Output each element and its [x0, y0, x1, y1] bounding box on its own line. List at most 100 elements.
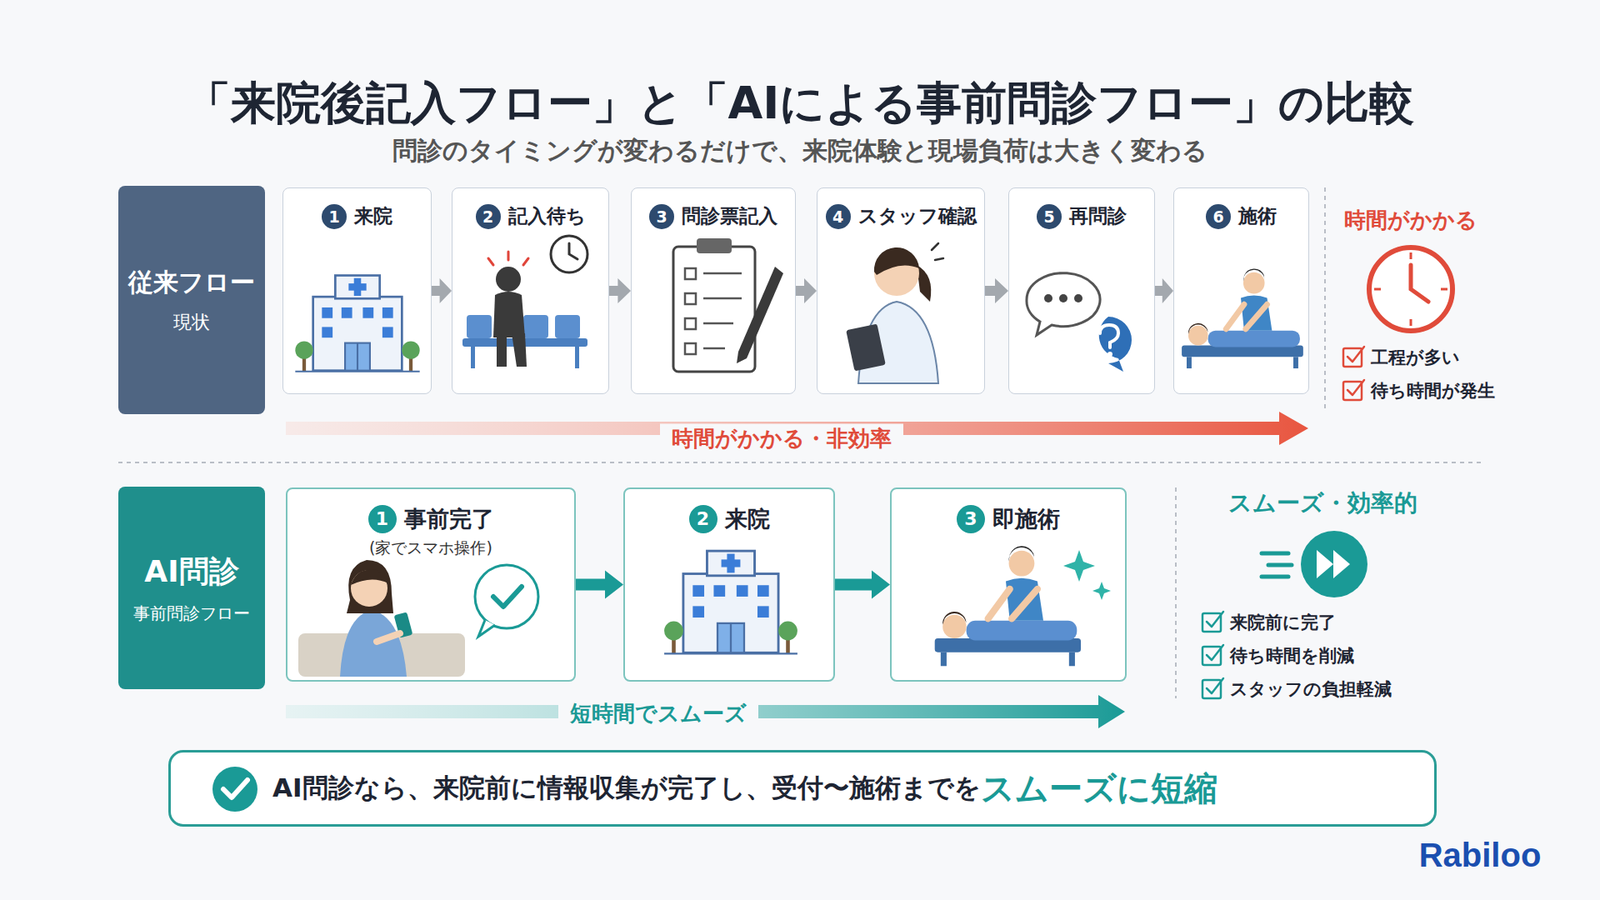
step-label: 記入待ち — [508, 203, 586, 230]
phone-user-icon-part — [346, 560, 394, 614]
clock-icon-part — [1410, 265, 1429, 302]
flow-band: 従来フロー現状 — [118, 185, 265, 415]
step-number: 2 — [689, 505, 718, 534]
step-header: 3問診票記入 — [631, 203, 795, 230]
check-boxes-part — [1202, 611, 1224, 699]
waiting-icon-part — [466, 315, 492, 339]
note-label: 来院前に完了 — [1230, 610, 1336, 635]
clipboard-icon-part-part — [685, 343, 696, 355]
step-header: 2来院 — [625, 504, 834, 535]
clipboard-icon-part — [736, 266, 784, 364]
summary-check-icon — [212, 766, 258, 812]
note-label: スタッフの負担軽減 — [1230, 677, 1392, 701]
fast-forward-icon-part — [1300, 530, 1368, 598]
staff-icon-part — [874, 250, 920, 296]
summary-check-icon-part — [223, 780, 248, 798]
step-box: 4スタッフ確認 — [816, 187, 985, 395]
hospital-icon — [664, 550, 798, 654]
step-label: 来院 — [354, 203, 393, 230]
flow-arrow — [795, 278, 817, 304]
step-label: 即施術 — [992, 504, 1060, 535]
summary-emphasis: スムーズに短縮 — [980, 765, 1218, 812]
staff-icon-part — [931, 243, 944, 260]
check-boxes — [1202, 346, 1365, 699]
check-boxes-part-part — [1343, 381, 1362, 400]
step-box: 2来院 — [623, 487, 835, 682]
waiting-icon-part — [569, 243, 578, 260]
flow-arrow — [575, 570, 624, 600]
fast-forward-icon-part-part — [1261, 575, 1289, 580]
phone-user-icon-part — [376, 633, 400, 642]
step-number: 5 — [1036, 204, 1062, 230]
phone-user-icon-part — [394, 611, 414, 638]
waiting-icon-part — [550, 235, 588, 273]
step-number: 1 — [368, 505, 397, 534]
phone-user-icon-part — [475, 565, 539, 629]
phone-user-icon-part — [298, 633, 465, 677]
note-label: 工程が多い — [1370, 345, 1460, 370]
clipboard-icon-part — [696, 238, 732, 254]
step-header: 1事前完了 — [287, 504, 575, 535]
clipboard-icon-part-part — [685, 268, 696, 280]
question-bubbles-icon-part — [1044, 294, 1053, 303]
phone-user-icon-part — [493, 586, 522, 607]
sparkles-part — [1092, 581, 1111, 600]
separator-lines — [118, 187, 1484, 699]
step-label: 再問診 — [1069, 203, 1127, 230]
waiting-icon-part — [511, 333, 527, 367]
summary-text: AI問診なら、来院前に情報収集が完了し、受付〜施術までを — [272, 770, 981, 806]
clipboard-icon — [673, 238, 784, 372]
title: 「来院後記入フロー」と「AIによる事前問診フロー」の比較 — [0, 73, 1600, 135]
step-header: 3即施術 — [891, 504, 1125, 535]
waiting-icon-part — [493, 291, 525, 338]
staff-icon-part — [874, 247, 920, 275]
phone-user-icon — [298, 560, 539, 677]
treatment-icon — [1181, 268, 1304, 369]
flow-arrow — [431, 278, 452, 304]
step-header: 4スタッフ確認 — [817, 203, 985, 230]
clipboard-icon-part-part — [703, 322, 734, 325]
waiting-icon-part — [575, 346, 580, 369]
step-label: 問診票記入 — [681, 203, 778, 230]
teal-progress-arrow — [285, 695, 1125, 729]
clock-icon-part-part — [1410, 319, 1413, 326]
note-label: スムーズ・効率的 — [1228, 487, 1418, 520]
clock-icon-part — [1369, 247, 1453, 331]
step-number: 2 — [475, 204, 501, 230]
waiting-icon-part-part — [507, 251, 510, 260]
waiting-icon-part — [523, 315, 549, 339]
check-boxes-part-part — [1206, 645, 1224, 660]
check-boxes-part-part — [1347, 380, 1365, 395]
band-title: AI問診 — [144, 551, 239, 593]
step-box: 1来院 — [282, 187, 432, 395]
flow-band: AI問診事前問診フロー — [118, 486, 265, 690]
question-bubbles-icon-part — [1059, 294, 1068, 303]
clock-icon-part — [1374, 252, 1448, 326]
step-number: 6 — [1205, 204, 1231, 230]
waiting-icon-part-part — [488, 258, 494, 265]
flow-arrow — [985, 278, 1009, 304]
staff-icon-part-part — [935, 258, 944, 260]
summary-check-icon-part — [212, 766, 258, 812]
step-header: 5 再問診 — [1009, 203, 1155, 230]
question-bubbles-icon-part — [1099, 316, 1132, 372]
fast-forward-icon-part-part — [1261, 551, 1289, 556]
fast-forward-icon-part — [1316, 550, 1350, 579]
waiting-icon-part — [496, 333, 507, 367]
note-label: 問診のタイミングが変わるだけで、来院体験と現場負荷は大きく変わる — [392, 134, 1208, 169]
step-header: 1来院 — [283, 203, 431, 230]
check-boxes-part-part — [1202, 646, 1221, 665]
waiting-icon-part — [488, 251, 529, 265]
check-boxes-part-part — [1343, 348, 1362, 367]
phone-user-icon-part — [350, 569, 389, 585]
step-label: 施術 — [1238, 203, 1277, 230]
clipboard-icon-part-part — [685, 318, 696, 330]
step-label: 事前完了 — [404, 504, 495, 535]
waiting-icon-part — [495, 266, 521, 292]
clipboard-icon-part-part — [685, 293, 696, 305]
step-header: 6 施術 — [1174, 203, 1309, 230]
clipboard-icon-part — [673, 246, 755, 372]
note-label: 待ち時間を削減 — [1230, 644, 1355, 668]
step-box: 3問診票記入 — [630, 187, 796, 395]
